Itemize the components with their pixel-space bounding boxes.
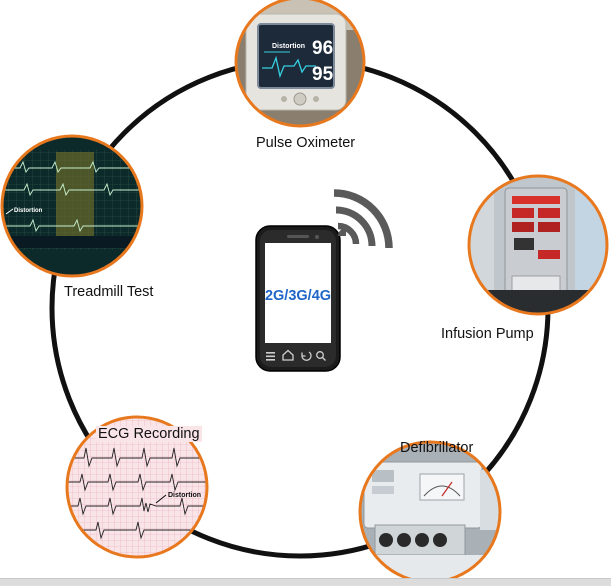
pulse-oximeter-node: 96 95 Distortion xyxy=(234,0,366,128)
treadmill-test-node: Distortion xyxy=(0,134,144,278)
treadmill-test-label: Treadmill Test xyxy=(64,284,154,300)
oximeter-pulse-value: 95 xyxy=(312,64,334,85)
infusion-pump-node xyxy=(467,174,609,316)
phone-home-icon xyxy=(282,349,294,361)
phone-back-icon xyxy=(301,351,312,361)
wireless-signal-icon xyxy=(333,189,393,249)
defibrillator-label: Defibrillator xyxy=(400,440,474,456)
ecg-distortion-label: Distortion xyxy=(168,492,201,499)
phone-search-icon xyxy=(316,351,326,361)
oximeter-spo2-value: 96 xyxy=(312,38,333,59)
smartphone xyxy=(255,225,341,372)
defibrillator-node xyxy=(358,440,502,584)
phone-screen xyxy=(265,243,331,343)
pulse-oximeter-label: Pulse Oximeter xyxy=(256,135,356,151)
oximeter-distortion-label: Distortion xyxy=(272,43,305,50)
network-generation-label: 2G/3G/4G xyxy=(265,288,331,304)
infusion-pump-label: Infusion Pump xyxy=(441,326,534,342)
treadmill-distortion-label: Distortion xyxy=(14,208,43,214)
bottom-strip xyxy=(0,578,611,586)
ecg-recording-label: ECG Recording xyxy=(96,426,202,442)
phone-menu-icon xyxy=(266,352,275,361)
